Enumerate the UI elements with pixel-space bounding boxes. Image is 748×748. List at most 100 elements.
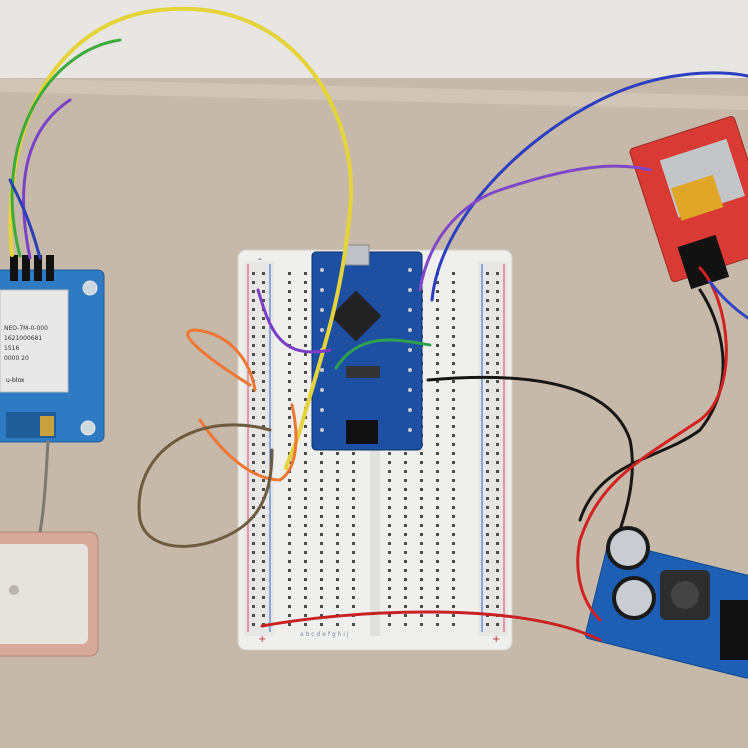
breadboard-hole	[304, 587, 307, 590]
breadboard-hole	[336, 605, 339, 608]
breadboard-hole	[496, 533, 499, 536]
breadboard-hole	[404, 533, 407, 536]
gps-chip-line-2: 1621000681	[4, 335, 42, 342]
breadboard-hole	[262, 524, 265, 527]
breadboard-hole	[252, 290, 255, 293]
breadboard-hole	[388, 533, 391, 536]
breadboard-hole	[262, 299, 265, 302]
breadboard-hole	[252, 317, 255, 320]
breadboard-hole	[252, 596, 255, 599]
breadboard-hole	[304, 335, 307, 338]
breadboard-hole	[336, 578, 339, 581]
breadboard-hole	[288, 497, 291, 500]
breadboard-hole	[262, 416, 265, 419]
breadboard-hole	[304, 389, 307, 392]
breadboard-hole	[420, 614, 423, 617]
breadboard-hole	[252, 407, 255, 410]
breadboard-hole	[496, 389, 499, 392]
breadboard-hole	[420, 506, 423, 509]
breadboard-hole	[420, 479, 423, 482]
rail-sign-plus-right: +	[492, 634, 500, 645]
breadboard-hole	[262, 272, 265, 275]
breadboard-hole	[486, 605, 489, 608]
breadboard-hole	[262, 614, 265, 617]
breadboard-hole	[304, 524, 307, 527]
breadboard-hole	[262, 461, 265, 464]
breadboard-hole	[320, 560, 323, 563]
breadboard-hole	[288, 506, 291, 509]
breadboard-hole	[496, 371, 499, 374]
breadboard-hole	[388, 569, 391, 572]
breadboard-hole	[252, 542, 255, 545]
breadboard-hole	[262, 380, 265, 383]
breadboard-hole	[304, 425, 307, 428]
breadboard-hole	[404, 596, 407, 599]
breadboard-hole	[486, 587, 489, 590]
breadboard-hole	[252, 272, 255, 275]
breadboard-hole	[496, 560, 499, 563]
breadboard-hole	[496, 326, 499, 329]
breadboard-hole	[336, 533, 339, 536]
breadboard-hole	[452, 452, 455, 455]
breadboard-hole	[436, 578, 439, 581]
breadboard-hole	[304, 281, 307, 284]
breadboard-hole	[496, 272, 499, 275]
breadboard-hole	[436, 407, 439, 410]
breadboard-hole	[288, 317, 291, 320]
breadboard-hole	[288, 299, 291, 302]
breadboard-hole	[496, 407, 499, 410]
breadboard-hole	[420, 623, 423, 626]
breadboard-hole	[436, 614, 439, 617]
breadboard-hole	[336, 551, 339, 554]
breadboard-hole	[452, 479, 455, 482]
breadboard-hole	[404, 488, 407, 491]
breadboard-hole	[436, 353, 439, 356]
breadboard-hole	[404, 524, 407, 527]
gps-module: NEO-7M-0-000 1621000681 1516 0000 20 u-b…	[0, 255, 105, 443]
breadboard-hole	[336, 560, 339, 563]
breadboard-hole	[404, 587, 407, 590]
breadboard-hole	[486, 497, 489, 500]
breadboard-hole	[252, 479, 255, 482]
breadboard-hole	[452, 578, 455, 581]
breadboard-hole	[388, 542, 391, 545]
breadboard-hole	[288, 326, 291, 329]
breadboard-hole	[320, 461, 323, 464]
breadboard-hole	[486, 443, 489, 446]
breadboard-hole	[336, 596, 339, 599]
breadboard-hole	[486, 299, 489, 302]
buck-converter	[584, 526, 748, 679]
breadboard-hole	[496, 299, 499, 302]
breadboard-hole	[352, 587, 355, 590]
breadboard-hole	[252, 488, 255, 491]
breadboard-hole	[252, 533, 255, 536]
breadboard-hole	[304, 299, 307, 302]
breadboard-hole	[404, 470, 407, 473]
breadboard-hole	[352, 605, 355, 608]
breadboard-hole	[404, 479, 407, 482]
breadboard-hole	[496, 344, 499, 347]
breadboard-hole	[336, 569, 339, 572]
breadboard-hole	[436, 623, 439, 626]
breadboard-hole	[304, 533, 307, 536]
breadboard-hole	[452, 488, 455, 491]
breadboard-hole	[452, 569, 455, 572]
breadboard-hole	[388, 506, 391, 509]
breadboard-hole	[352, 524, 355, 527]
breadboard-hole	[420, 470, 423, 473]
breadboard-hole	[252, 353, 255, 356]
breadboard-hole	[388, 596, 391, 599]
breadboard-hole	[352, 470, 355, 473]
breadboard-hole	[452, 605, 455, 608]
breadboard-hole	[486, 398, 489, 401]
breadboard-hole	[486, 362, 489, 365]
breadboard-hole	[320, 551, 323, 554]
breadboard-hole	[436, 461, 439, 464]
breadboard-hole	[304, 317, 307, 320]
breadboard-hole	[452, 551, 455, 554]
breadboard-hole	[252, 398, 255, 401]
breadboard-hole	[436, 605, 439, 608]
breadboard-hole	[486, 425, 489, 428]
breadboard-hole	[388, 614, 391, 617]
breadboard-hole	[486, 515, 489, 518]
